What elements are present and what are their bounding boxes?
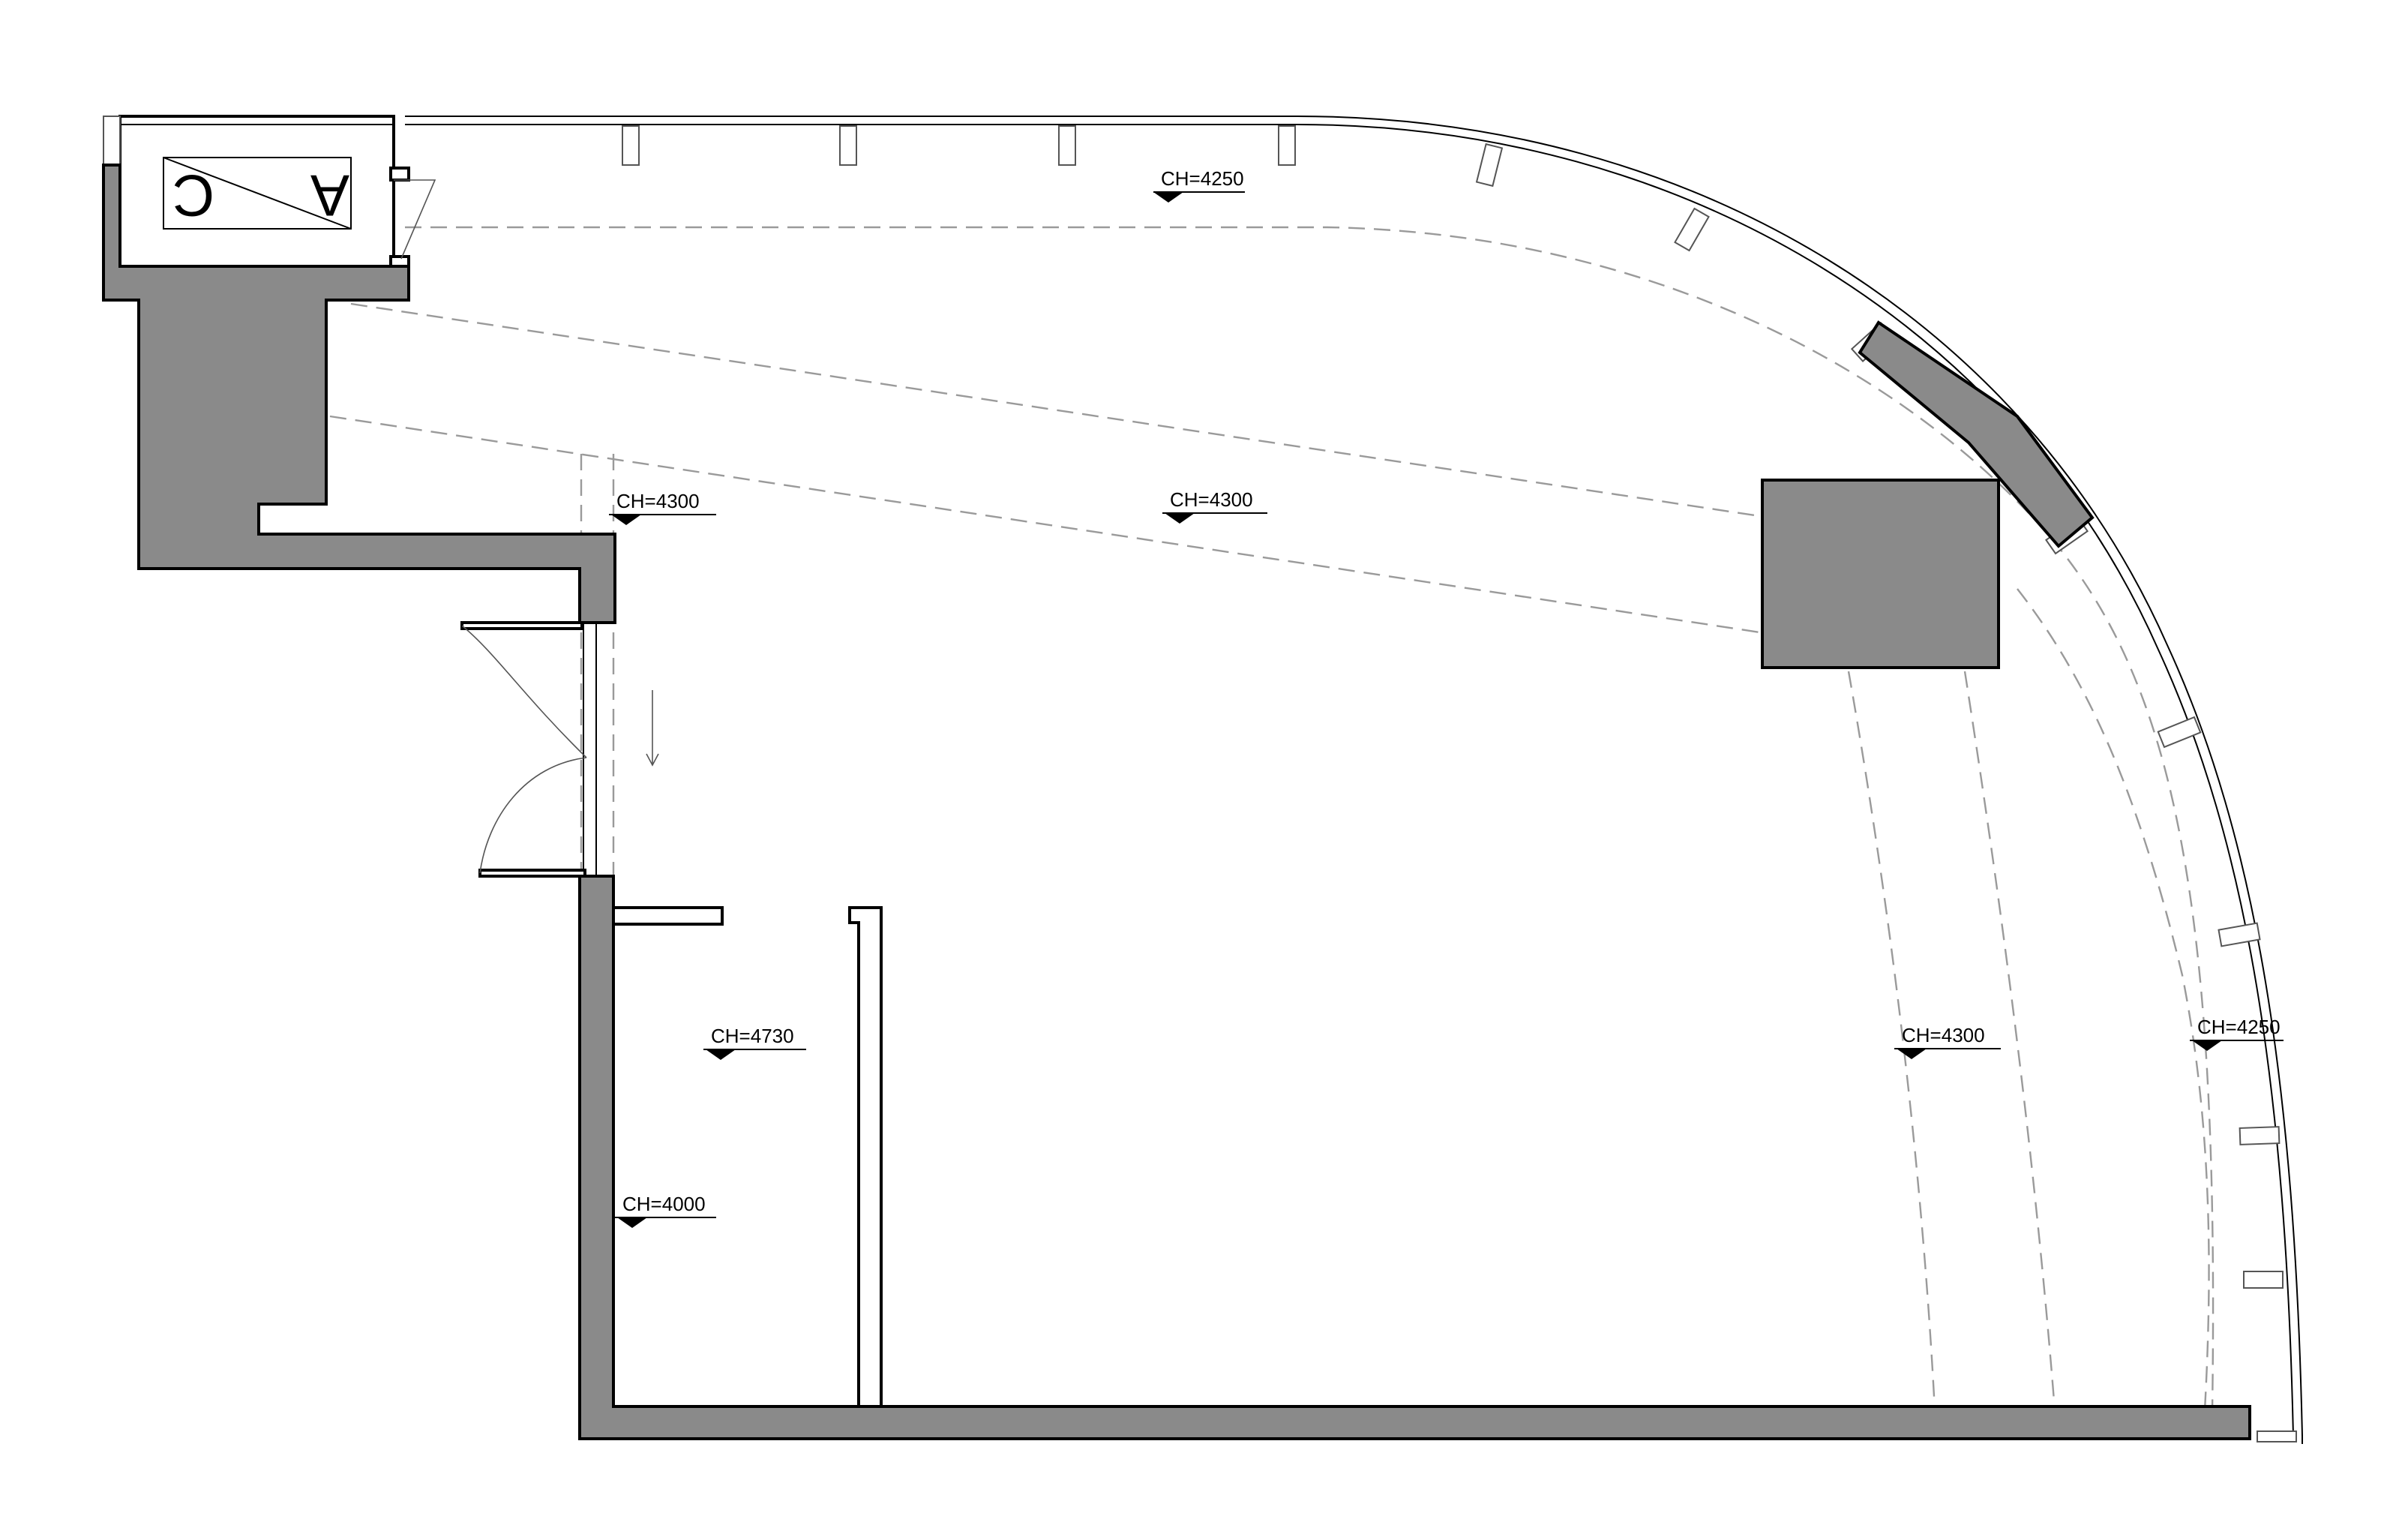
- ac-unit: C A: [103, 115, 436, 270]
- ch-marker-1: CH=4250: [1153, 167, 1245, 203]
- ch-marker-6: CH=4300: [1894, 1024, 2001, 1059]
- ch-marker-7: CH=4250: [2190, 1016, 2284, 1051]
- ch-marker-3: CH=4300: [1162, 488, 1267, 524]
- ch-label: CH=4250: [1161, 167, 1244, 190]
- structural-column: [1761, 479, 2000, 669]
- ac-letter-c: C: [172, 163, 214, 229]
- entry-doors: [460, 621, 659, 878]
- ch-marker-4: CH=4730: [703, 1025, 806, 1060]
- ch-label: CH=4300: [1170, 488, 1253, 511]
- ch-marker-2: CH=4300: [609, 490, 716, 525]
- ch-marker-5: CH=4000: [615, 1193, 716, 1228]
- ch-label: CH=4730: [711, 1025, 794, 1047]
- ch-label: CH=4250: [2197, 1016, 2281, 1038]
- angled-wall-segment: [1858, 320, 2095, 548]
- walls: [102, 164, 2251, 1440]
- ch-label: CH=4300: [616, 490, 700, 512]
- ac-letter-a: A: [310, 163, 349, 229]
- ch-label: CH=4000: [622, 1193, 706, 1215]
- curtain-wall: [405, 116, 2303, 1444]
- ch-label: CH=4300: [1902, 1024, 1985, 1046]
